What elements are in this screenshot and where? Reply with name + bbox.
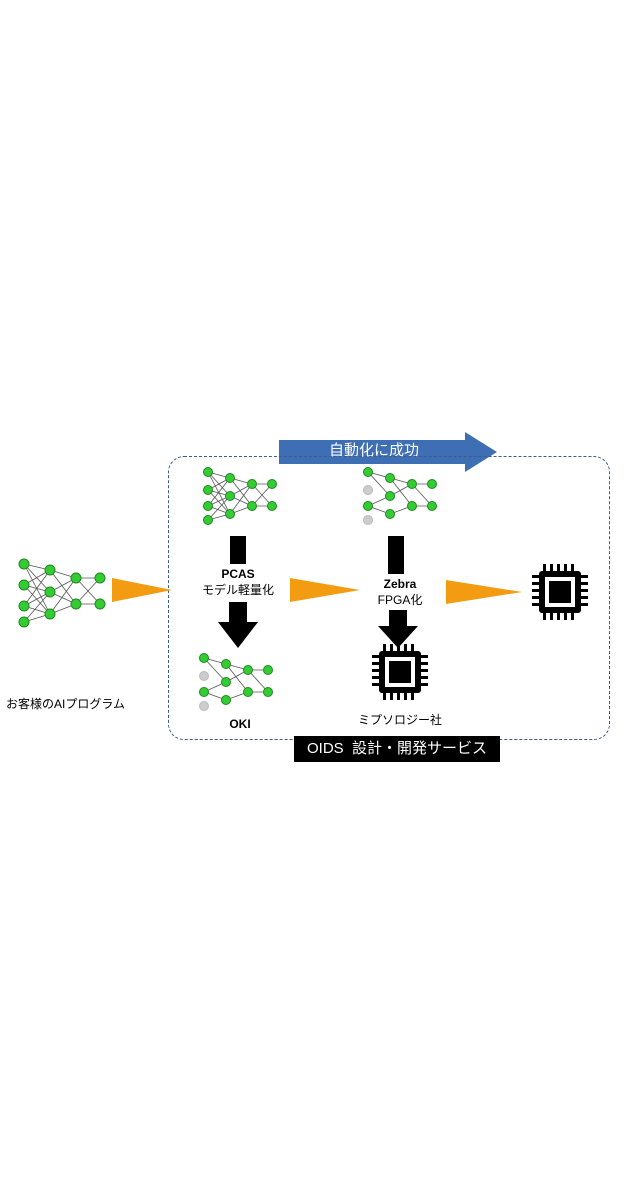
mipsology-label: ミプソロジー社 <box>357 713 442 727</box>
pcas-process-bar <box>230 536 246 564</box>
oids-service-badge: OIDS 設計・開発サービス <box>294 736 500 762</box>
orange-right-arrow-icon <box>112 578 172 602</box>
customer-neural-network-icon <box>18 558 106 628</box>
lightweight-neural-network-icon <box>363 467 437 525</box>
zebra-process-bar <box>388 536 404 574</box>
full-neural-network-icon <box>203 467 277 525</box>
automation-success-arrow <box>279 432 497 472</box>
pcas-label: PCAS <box>221 567 255 581</box>
orange-right-arrow-icon <box>446 580 522 604</box>
chip-icon <box>532 564 588 620</box>
zebra-label: Zebra <box>383 577 417 591</box>
oki-label: OKI <box>229 717 251 731</box>
orange-right-arrow-icon <box>290 578 360 602</box>
down-arrow-icon <box>218 602 258 648</box>
lightweight-neural-network-icon <box>199 653 273 711</box>
fpga-label: FPGA化 <box>377 593 423 607</box>
model-lightweight-label: モデル軽量化 <box>201 583 274 597</box>
chip-icon <box>372 644 428 700</box>
automation-success-label: 自動化に成功 <box>328 442 419 459</box>
customer-ai-program-label: お客様のAIプログラム <box>6 697 125 711</box>
down-arrow-icon <box>378 610 418 648</box>
